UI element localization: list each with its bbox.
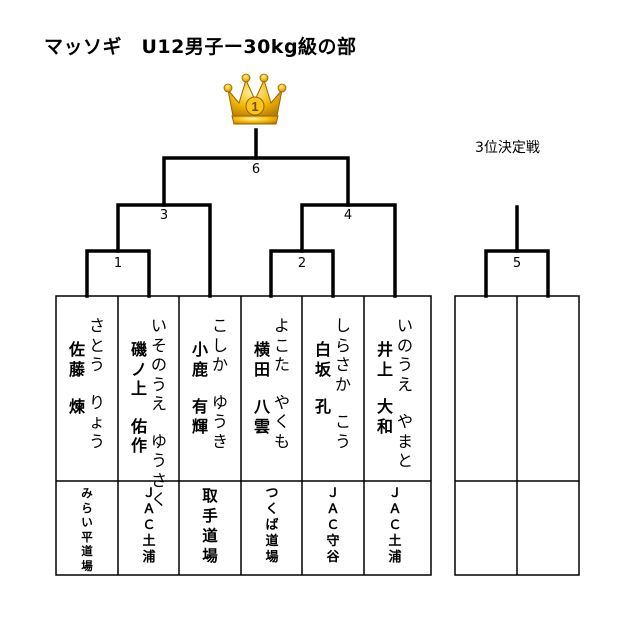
- match-number: 4: [343, 208, 353, 223]
- match-number: 5: [512, 256, 522, 271]
- competitor-name-cell: いのうえやまと井上大和: [364, 316, 426, 471]
- competitor-name-cell: さとうりょう佐藤煉: [56, 316, 118, 451]
- match-number: 2: [297, 256, 307, 271]
- competitor-name-cell: いそのうえゆうさく磯ノ上佑作: [118, 316, 180, 510]
- competitor-kana: しらさかこう: [334, 316, 351, 451]
- match-number: 1: [113, 256, 123, 271]
- club-name: つくば道場: [265, 486, 279, 565]
- competitor-kana: いそのうえゆうさく: [150, 316, 167, 509]
- page-title: マッソギ U12男子ー30kg級の部: [44, 36, 357, 58]
- competitor-name-cell: よこたやくも横田八雲: [241, 316, 303, 451]
- match-number: 3: [159, 208, 169, 223]
- competitor-name: 白坂孔: [314, 340, 331, 416]
- third-place-label: 3位決定戦: [475, 140, 540, 156]
- competitor-name: 佐藤煉: [68, 340, 85, 416]
- crown-icon: 1: [223, 73, 287, 125]
- competitor-kana: さとうりょう: [88, 316, 105, 451]
- club-name: みらい平道場: [81, 486, 93, 573]
- competitor-table-border: [55, 295, 432, 576]
- competitor-kana: よこたやくも: [273, 316, 290, 451]
- competitor-kana: いのうえやまと: [396, 316, 413, 470]
- crown-number: 1: [251, 99, 258, 114]
- competitor-name-cell: しらさかこう白坂孔: [302, 316, 364, 451]
- competitor-name: 横田八雲: [253, 340, 270, 436]
- competitor-name: 磯ノ上佑作: [130, 340, 147, 455]
- competitor-kana: こしかゆうき: [211, 316, 228, 451]
- competitor-name: 小鹿有輝: [191, 340, 208, 436]
- match-number: 6: [251, 162, 261, 177]
- competitor-name-cell: こしかゆうき小鹿有輝: [179, 316, 241, 451]
- club-name: 取手道場: [202, 487, 218, 565]
- competitor-name: 井上大和: [376, 340, 393, 436]
